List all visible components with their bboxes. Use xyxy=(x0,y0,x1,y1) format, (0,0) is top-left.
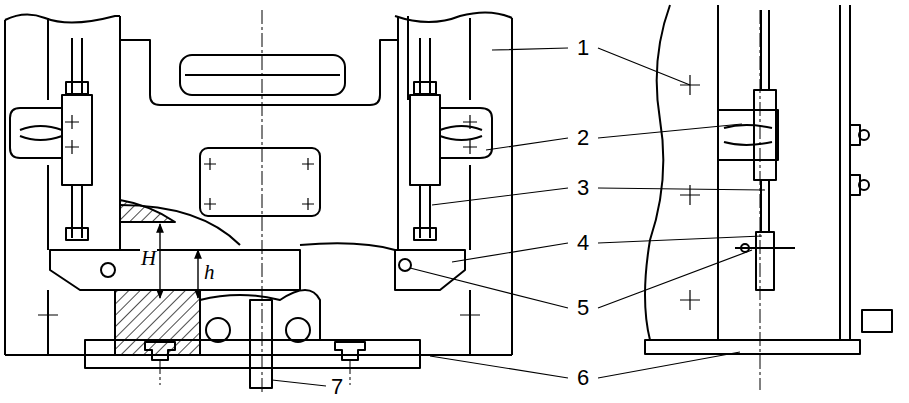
callout-number: 5 xyxy=(576,297,590,319)
callout-number: 1 xyxy=(576,37,590,59)
dimension-label: H xyxy=(140,248,157,269)
callout-number: 6 xyxy=(576,367,590,389)
callout-number: 2 xyxy=(576,127,590,149)
callout-number: 4 xyxy=(576,232,590,254)
callout-number: 7 xyxy=(330,376,344,398)
callout-number: 3 xyxy=(576,177,590,199)
dimension-label: h xyxy=(203,262,216,283)
